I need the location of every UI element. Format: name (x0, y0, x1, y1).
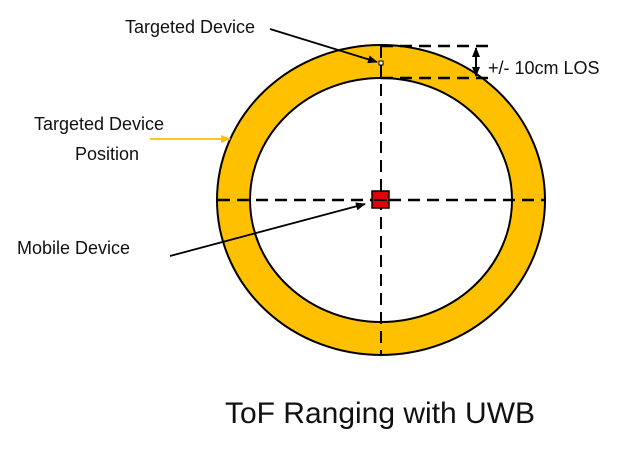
mobile-device-arrow (169, 202, 366, 257)
tolerance-label: +/- 10cm LOS (488, 58, 600, 78)
targeted-device-arrow (269, 28, 378, 64)
targeted-device-marker (378, 60, 384, 66)
targeted-device-label: Targeted Device (125, 17, 255, 37)
targeted-device-position-label-line1: Targeted Device (34, 114, 164, 134)
diagram-title: ToF Ranging with UWB (225, 397, 535, 430)
mobile-device-label: Mobile Device (17, 238, 130, 258)
targeted-device-position-label-line2: Position (75, 144, 139, 164)
